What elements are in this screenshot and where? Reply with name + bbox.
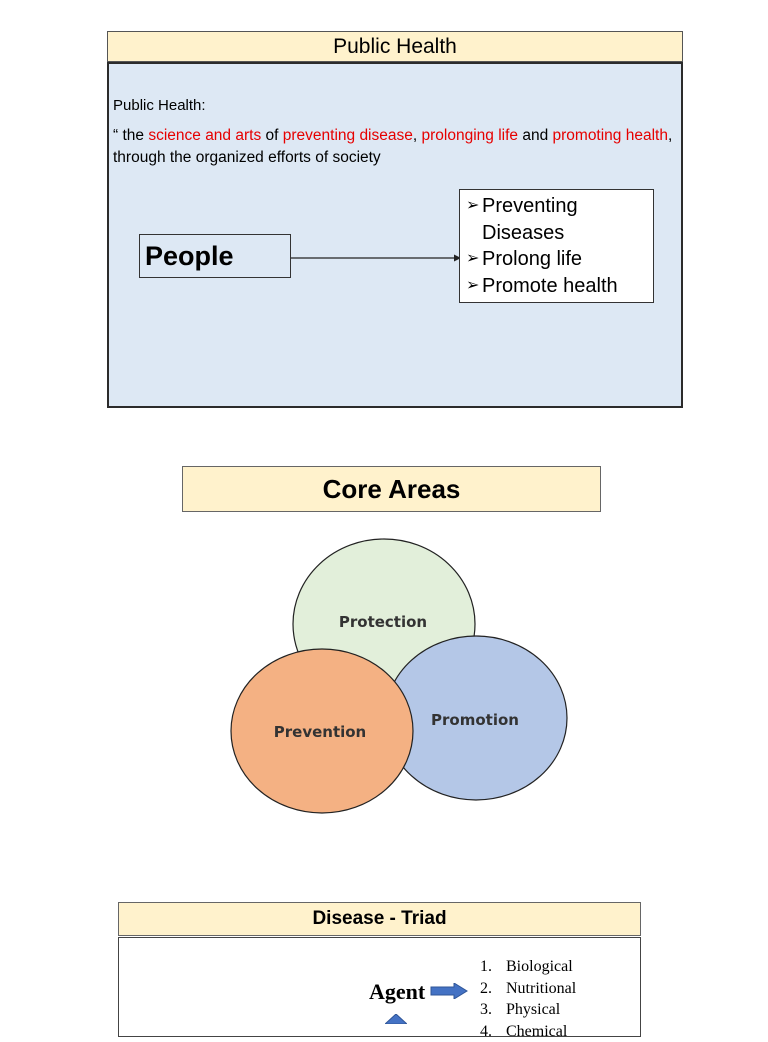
def-highlight: prolonging life <box>422 127 519 144</box>
prevention-label: Prevention <box>274 723 367 741</box>
public-health-title: Public Health <box>107 31 683 62</box>
list-number: 1. <box>480 956 506 978</box>
core-areas-venn: Protection Promotion Prevention <box>225 535 575 820</box>
def-part: of <box>261 127 283 144</box>
public-health-title-text: Public Health <box>333 35 457 59</box>
def-highlight: preventing disease <box>283 127 413 144</box>
def-part: “ the <box>113 127 148 144</box>
outcome-text: Prolong life <box>482 246 582 273</box>
list-number: 3. <box>480 999 506 1021</box>
list-item: 1.Biological <box>480 956 576 978</box>
outcomes-box: ➢ Preventing Diseases ➢ Prolong life ➢ P… <box>459 189 654 303</box>
people-box: People <box>139 234 291 278</box>
protection-label: Protection <box>339 613 427 631</box>
outcome-item: ➢ Prolong life <box>466 246 649 273</box>
promotion-label: Promotion <box>431 711 519 729</box>
list-text: Nutritional <box>506 980 576 997</box>
arrow-bullet-icon: ➢ <box>466 193 482 246</box>
def-part: , <box>413 127 422 144</box>
def-part: and <box>518 127 552 144</box>
outcome-item: ➢ Preventing Diseases <box>466 193 649 246</box>
list-text: Biological <box>506 958 573 975</box>
core-areas-title-text: Core Areas <box>323 474 461 505</box>
right-arrow-icon <box>290 250 462 266</box>
list-number: 2. <box>480 978 506 1000</box>
definition-label: Public Health: <box>113 97 206 114</box>
list-item: 3.Physical <box>480 999 576 1021</box>
outcome-text: Promote health <box>482 273 618 300</box>
disease-triad-title-text: Disease - Triad <box>312 908 446 930</box>
agent-label: Agent <box>369 979 425 1005</box>
outcome-item: ➢ Promote health <box>466 273 649 300</box>
disease-triad-title: Disease - Triad <box>118 902 641 936</box>
right-arrow-icon <box>430 983 468 999</box>
arrow-bullet-icon: ➢ <box>466 246 482 273</box>
arrow-bullet-icon: ➢ <box>466 273 482 300</box>
core-areas-title: Core Areas <box>182 466 601 512</box>
list-text: Chemical <box>506 1023 567 1040</box>
list-item: 2.Nutritional <box>480 978 576 1000</box>
people-label: People <box>145 241 234 272</box>
def-highlight: science and arts <box>148 127 261 144</box>
up-arrow-icon <box>385 1014 407 1024</box>
definition-text: “ the science and arts of preventing dis… <box>113 125 673 169</box>
def-highlight: promoting health <box>553 127 668 144</box>
agent-type-list: 1.Biological 2.Nutritional 3.Physical 4.… <box>480 956 576 1042</box>
outcome-text: Preventing Diseases <box>482 193 649 246</box>
list-text: Physical <box>506 1001 560 1018</box>
